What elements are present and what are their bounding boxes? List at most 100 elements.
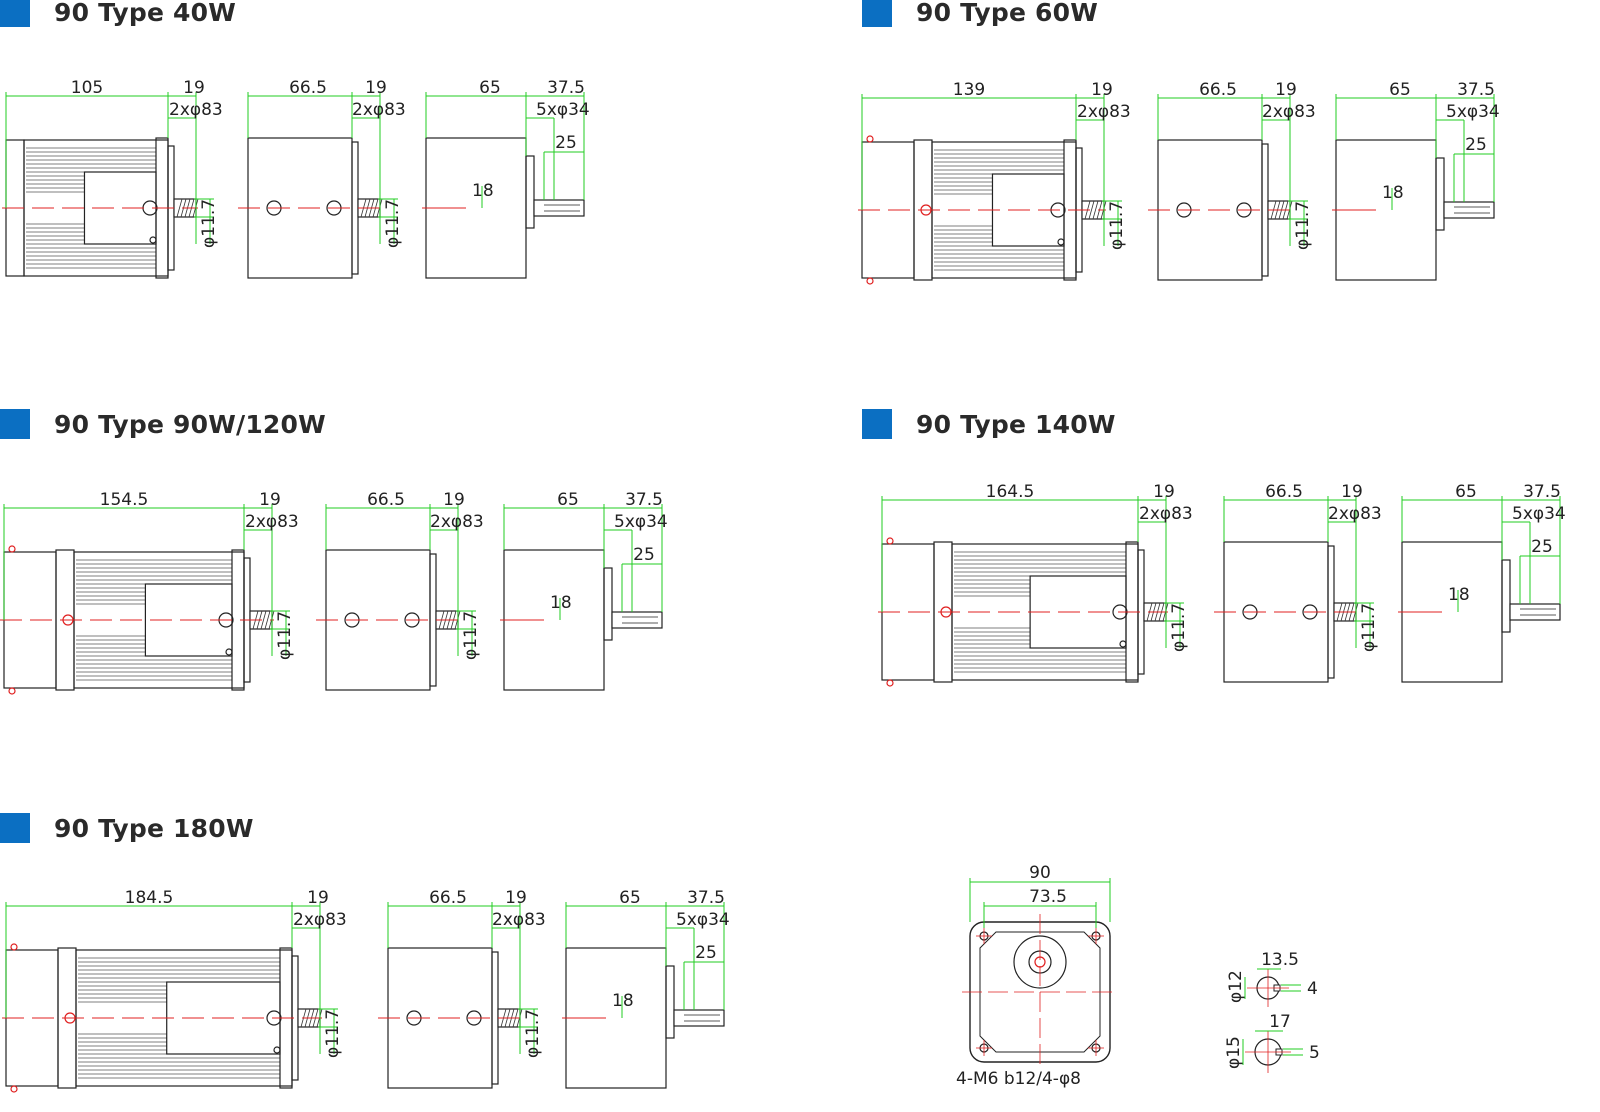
housing-flange-label: 19 — [1275, 80, 1297, 100]
gearbox-boss — [1435, 157, 1445, 231]
output-shaft — [611, 611, 663, 629]
flange-inner-outline — [979, 931, 1101, 1053]
output-boss — [1013, 935, 1067, 989]
housing-shaft-label: φ11.7 — [461, 611, 481, 660]
section-title-40w: 90 Type 40W — [0, 0, 236, 28]
shaft-diameter-label: φ11.7 — [323, 1009, 343, 1058]
small-hole — [149, 236, 157, 244]
housing-shaft-label: φ11.7 — [1293, 201, 1313, 250]
gearbox-shaft-label: 25 — [555, 133, 577, 153]
lifting-mark — [866, 277, 874, 285]
housing-length-label: 66.5 — [367, 490, 405, 510]
body-length-label: 164.5 — [986, 482, 1035, 502]
gearbox-length-label: 65 — [557, 490, 579, 510]
shaft-width-label: 13.5 — [1261, 950, 1299, 970]
gearbox-key-label: 18 — [1448, 585, 1470, 605]
small-hole — [225, 648, 233, 656]
gearbox-length-label: 65 — [1389, 80, 1411, 100]
housing-length-label: 66.5 — [289, 78, 327, 98]
output-shaft — [1509, 603, 1561, 621]
shaft-thread — [260, 610, 267, 630]
small-hole — [1119, 640, 1127, 648]
lifting-mark — [10, 1085, 18, 1093]
lifting-mark — [886, 537, 894, 545]
section-title-60w: 90 Type 60W — [862, 0, 1098, 28]
lifting-mark — [886, 679, 894, 687]
gearbox-output-label: 37.5 — [1523, 482, 1561, 502]
holes-label: 2xφ83 — [293, 910, 347, 930]
section-marker — [862, 409, 892, 439]
gearbox-holes-label: 5xφ34 — [1446, 102, 1500, 122]
section-title-90w: 90 Type 90W/120W — [0, 408, 326, 440]
section-marker — [0, 409, 30, 439]
housing-flange — [1327, 545, 1335, 679]
lifting-mark — [8, 687, 16, 695]
shaft-diameter-label: φ12 — [1226, 970, 1246, 1003]
shaft-thread — [264, 610, 271, 630]
section-title-text: 90 Type 180W — [54, 813, 254, 843]
section-marker — [862, 0, 892, 27]
section-title-text: 90 Type 40W — [54, 0, 236, 27]
gearbox-key-label: 18 — [550, 593, 572, 613]
housing-flange — [491, 951, 499, 1085]
front-pitch-label: 73.5 — [1029, 887, 1067, 907]
gearbox-length-label: 65 — [1455, 482, 1477, 502]
output-shaft — [533, 199, 585, 217]
output-shaft — [673, 1009, 725, 1027]
gearbox-length-label: 65 — [479, 78, 501, 98]
gearbox-boss — [603, 567, 613, 641]
shaft-thread — [176, 198, 183, 218]
gearbox-output-label: 37.5 — [547, 78, 585, 98]
gearbox-key-label: 18 — [612, 991, 634, 1011]
housing-flange-label: 19 — [505, 888, 527, 908]
gearbox-holes-label: 5xφ34 — [536, 100, 590, 120]
housing-length-label: 66.5 — [1265, 482, 1303, 502]
gearbox-holes-label: 5xφ34 — [614, 512, 668, 532]
front-mount-label: 4-M6 b12/4-φ8 — [956, 1069, 1081, 1089]
gearbox-length-label: 65 — [619, 888, 641, 908]
housing-length-label: 66.5 — [1199, 80, 1237, 100]
holes-label: 2xφ83 — [1139, 504, 1193, 524]
key-width-label: 4 — [1307, 979, 1318, 999]
housing-holes-label: 2xφ83 — [430, 512, 484, 532]
gearbox-boss — [1501, 559, 1511, 633]
body-length-label: 105 — [71, 78, 103, 98]
flange-length-label: 19 — [1153, 482, 1175, 502]
shaft-diameter-label: φ11.7 — [1169, 603, 1189, 652]
shaft-width-label: 17 — [1269, 1012, 1291, 1032]
section-title-140w: 90 Type 140W — [862, 408, 1116, 440]
section-title-180w: 90 Type 180W — [0, 812, 254, 844]
holes-label: 2xφ83 — [245, 512, 299, 532]
housing-flange-label: 19 — [443, 490, 465, 510]
gearbox-output-label: 37.5 — [1457, 80, 1495, 100]
gearbox-key-label: 18 — [1382, 183, 1404, 203]
gearbox-boss — [665, 965, 675, 1039]
shaft-diameter-label: φ11.7 — [199, 199, 219, 248]
lifting-mark — [866, 135, 874, 143]
shaft-thread — [1092, 200, 1099, 220]
flange-length-label: 19 — [183, 78, 205, 98]
shaft-diameter-label: φ11.7 — [275, 611, 295, 660]
housing-shaft-label: φ11.7 — [523, 1009, 543, 1058]
housing-flange — [1261, 143, 1269, 277]
housing-flange — [429, 553, 437, 687]
housing-holes-label: 2xφ83 — [1262, 102, 1316, 122]
gearbox-key-label: 18 — [472, 181, 494, 201]
key-width-label: 5 — [1309, 1043, 1320, 1063]
